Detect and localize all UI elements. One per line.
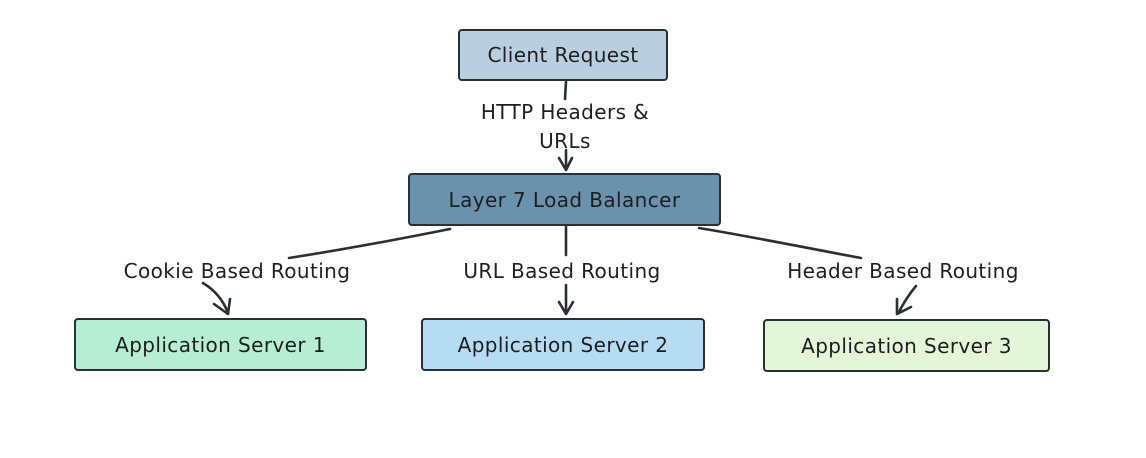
node-layer7-load-balancer-label: Layer 7 Load Balancer (448, 187, 681, 212)
node-client-request: Client Request (458, 29, 668, 81)
edge-header-to-server3-arrow (895, 284, 918, 316)
edge-cookie-to-server1-arrow (201, 281, 232, 316)
node-layer7-load-balancer: Layer 7 Load Balancer (408, 173, 721, 226)
edge-client-to-label (563, 80, 568, 101)
node-application-server-1: Application Server 1 (74, 318, 367, 371)
edge-label-header-based-routing: Header Based Routing (787, 259, 1019, 283)
node-application-server-2: Application Server 2 (421, 318, 705, 371)
node-client-request-label: Client Request (487, 43, 639, 67)
node-application-server-2-label: Application Server 2 (457, 332, 669, 357)
edge-label-url-based-routing: URL Based Routing (463, 259, 661, 283)
node-application-server-3: Application Server 3 (763, 319, 1050, 372)
node-application-server-1-label: Application Server 1 (115, 332, 326, 357)
node-application-server-3-label: Application Server 3 (801, 333, 1012, 358)
edge-label-cookie-based-routing: Cookie Based Routing (123, 259, 351, 283)
edge-label-http-headers-urls: HTTP Headers & URLs (480, 100, 650, 153)
edge-url-to-server2-arrow (557, 283, 575, 316)
edge-lb-to-header-label (697, 226, 863, 260)
edge-lb-to-cookie-label (287, 227, 452, 260)
